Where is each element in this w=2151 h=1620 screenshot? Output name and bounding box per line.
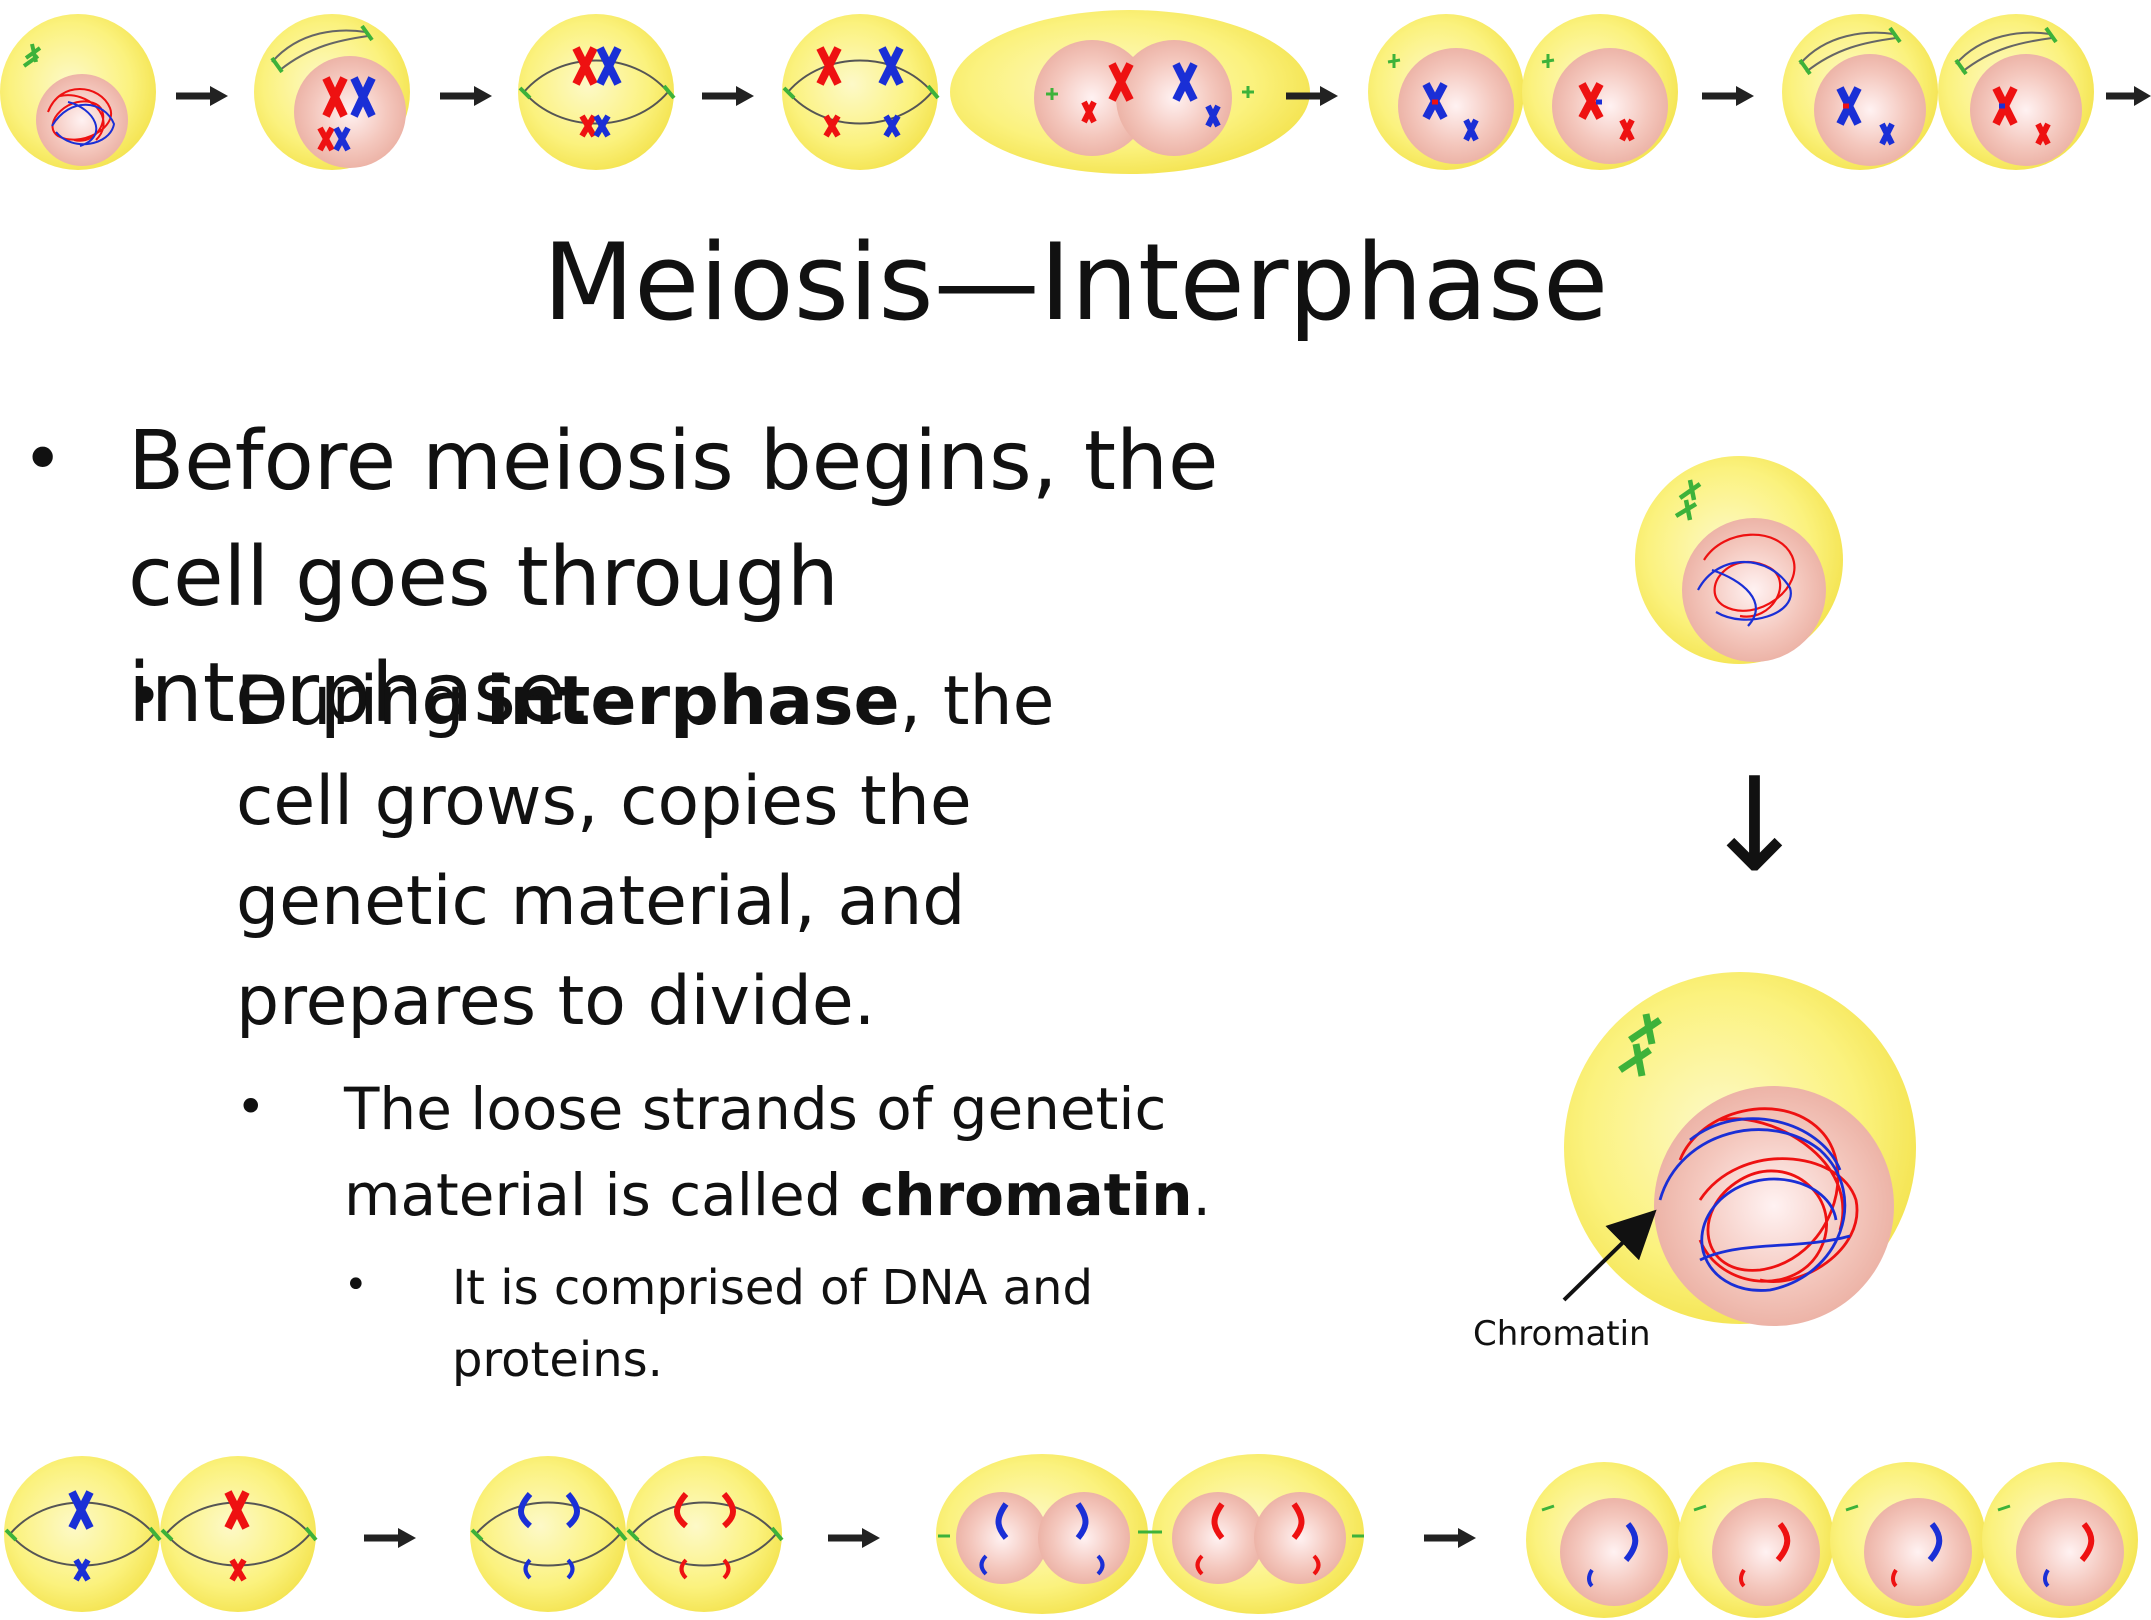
arrow-right-icon xyxy=(176,86,228,106)
bullet-level-3-after: . xyxy=(1192,1161,1211,1229)
interphase-cell-large xyxy=(1564,972,1916,1326)
bullet-level-3: The loose strands of genetic material is… xyxy=(344,1066,1224,1238)
term-chromatin: chromatin xyxy=(859,1161,1193,1229)
bullet-marker-l2: • xyxy=(128,662,163,730)
bullet-marker-l3: • xyxy=(236,1078,266,1136)
arrow-right-icon xyxy=(440,86,492,106)
arrow-right-icon xyxy=(2106,86,2151,106)
top-cell-5 xyxy=(950,10,1310,174)
bullet-marker-l1: • xyxy=(22,418,64,500)
top-cell-1 xyxy=(0,14,156,170)
bullet-level-2: During interphase, the cell grows, copie… xyxy=(236,652,1166,1052)
bottom-cell-1 xyxy=(4,1456,318,1612)
interphase-cell-small xyxy=(1635,456,1843,664)
top-cell-7 xyxy=(1782,14,2094,170)
bullet-level-2-after: , the cell grows, copies the genetic mat… xyxy=(236,662,1055,1041)
pointer-arrow-icon xyxy=(1562,1209,1657,1302)
top-cell-3 xyxy=(518,14,676,170)
bullet-level-2-before: During xyxy=(236,662,487,741)
arrow-right-icon xyxy=(1424,1528,1476,1548)
bullet-level-1: Before meiosis begins, the cell goes thr… xyxy=(128,414,1219,741)
bullet-marker-l4: • xyxy=(344,1262,368,1308)
arrow-right-icon xyxy=(1286,86,1338,106)
bottom-cell-4 xyxy=(1526,1462,2138,1618)
slide-title: Meiosis—Interphase xyxy=(542,221,1609,344)
term-interphase: interphase xyxy=(486,662,900,741)
arrow-right-icon xyxy=(364,1528,416,1548)
arrow-right-icon xyxy=(1702,86,1754,106)
bottom-cell-2 xyxy=(470,1456,784,1612)
top-cell-2 xyxy=(254,14,410,170)
bullet-level-4: It is comprised of DNA and proteins. xyxy=(452,1260,1093,1388)
top-cell-6 xyxy=(1368,14,1678,170)
bottom-cell-3 xyxy=(936,1454,1364,1614)
arrow-right-icon xyxy=(828,1528,880,1548)
top-cell-4 xyxy=(782,14,940,170)
arrow-right-icon xyxy=(702,86,754,106)
bullet-level-3-before: The loose strands of genetic material is… xyxy=(344,1075,1167,1229)
arrow-down-icon: ↓ xyxy=(1700,749,1809,901)
chromatin-label: Chromatin xyxy=(1473,1314,1651,1354)
